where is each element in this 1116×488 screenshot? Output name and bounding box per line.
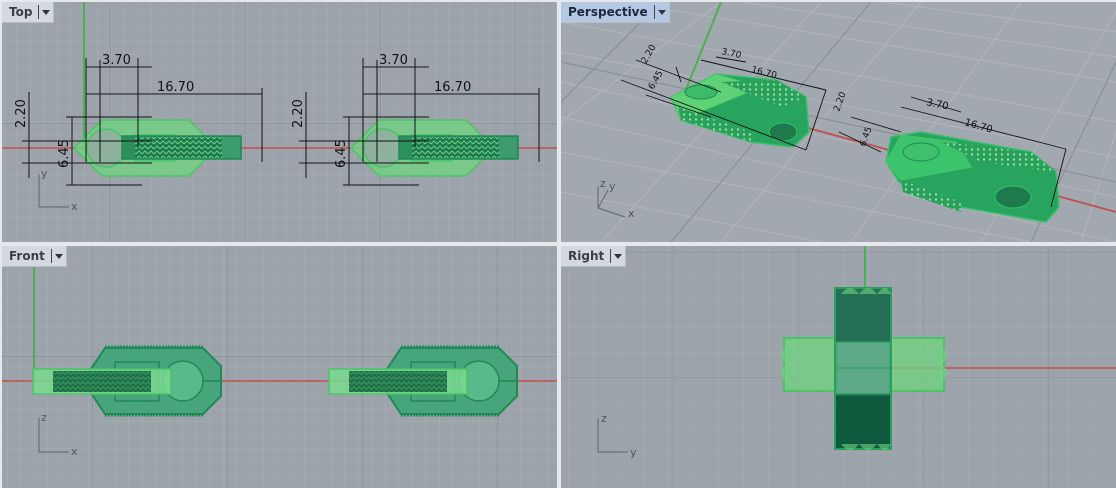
svg-text:y: y bbox=[41, 167, 48, 180]
viewport-top[interactable]: 3.70 16.70 2.20 6.45 3.70 16.70 2.20 6.4… bbox=[2, 2, 557, 242]
chevron-down-icon[interactable] bbox=[613, 249, 623, 263]
svg-text:y: y bbox=[630, 446, 637, 459]
viewport-tab-right[interactable]: Right bbox=[561, 246, 627, 267]
viewport-perspective[interactable]: 2.20 6.45 3.70 16.70 2.20 6.45 3.70 16.7… bbox=[561, 2, 1116, 242]
part-perspective-1 bbox=[670, 73, 810, 148]
dim-hole-offset: 3.70 bbox=[379, 53, 408, 68]
dim-overall-width: 6.45 bbox=[334, 139, 349, 168]
svg-text:y: y bbox=[609, 180, 616, 193]
svg-text:3.70: 3.70 bbox=[925, 97, 949, 112]
dimensions-left bbox=[22, 58, 263, 186]
svg-text:x: x bbox=[71, 200, 78, 213]
svg-text:3.70: 3.70 bbox=[720, 47, 742, 61]
dim-overall-length: 16.70 bbox=[157, 80, 194, 95]
dimensions-right bbox=[299, 58, 540, 186]
axis-triad-icon: z x bbox=[38, 411, 78, 458]
viewport-title: Right bbox=[568, 249, 605, 263]
top-view-scene: 3.70 16.70 2.20 6.45 3.70 16.70 2.20 6.4… bbox=[2, 2, 557, 242]
part-right-view bbox=[781, 287, 947, 450]
viewport-front[interactable]: z x Front bbox=[2, 246, 557, 488]
svg-text:x: x bbox=[628, 207, 635, 220]
part-perspective-2 bbox=[885, 131, 1060, 223]
viewport-tab-top[interactable]: Top bbox=[2, 2, 55, 23]
dim-overall-length: 16.70 bbox=[434, 80, 471, 95]
viewport-title: Front bbox=[9, 249, 45, 263]
dim-hole-offset: 3.70 bbox=[102, 53, 131, 68]
right-view-scene: z y bbox=[561, 246, 1116, 488]
dim-slot-width: 2.20 bbox=[291, 99, 306, 128]
chevron-down-icon[interactable] bbox=[54, 249, 64, 263]
front-view-scene: z x bbox=[2, 246, 557, 488]
svg-text:z: z bbox=[600, 177, 606, 190]
svg-text:z: z bbox=[601, 412, 607, 425]
viewport-tab-front[interactable]: Front bbox=[2, 246, 67, 267]
dim-overall-width: 6.45 bbox=[57, 139, 72, 168]
viewport-title: Top bbox=[9, 5, 33, 19]
viewport-title: Perspective bbox=[568, 5, 648, 19]
chevron-down-icon[interactable] bbox=[41, 5, 51, 19]
perspective-view-scene: 2.20 6.45 3.70 16.70 2.20 6.45 3.70 16.7… bbox=[561, 2, 1116, 242]
svg-text:x: x bbox=[71, 445, 78, 458]
viewport-right[interactable]: z y Right bbox=[561, 246, 1116, 488]
dim-slot-width: 2.20 bbox=[14, 99, 29, 128]
axis-triad-icon: z y bbox=[597, 412, 637, 459]
axis-triad-icon: y x bbox=[38, 167, 78, 213]
svg-text:z: z bbox=[41, 411, 47, 424]
axis-triad-icon: z y x bbox=[597, 177, 635, 220]
chevron-down-icon[interactable] bbox=[657, 5, 667, 19]
viewport-tab-perspective[interactable]: Perspective bbox=[561, 2, 670, 23]
